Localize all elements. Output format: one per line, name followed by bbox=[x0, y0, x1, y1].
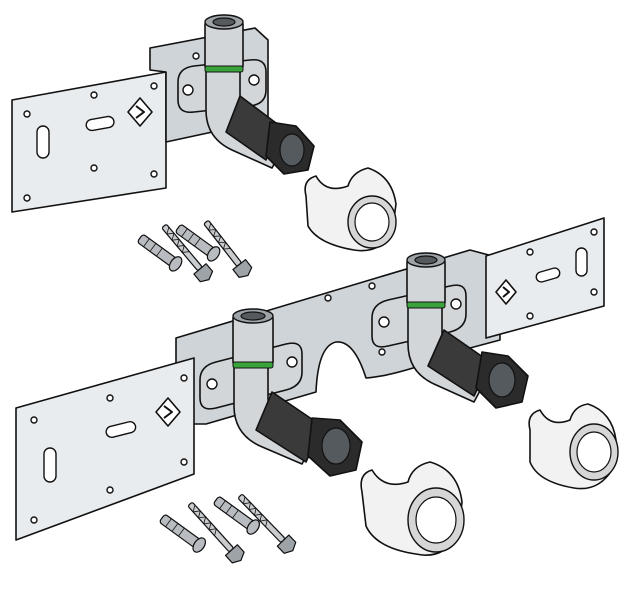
large-bracket-hole bbox=[106, 394, 114, 402]
large-left-fitting-lug-hole bbox=[206, 378, 218, 390]
fastener-set-2 bbox=[159, 494, 297, 564]
small-bracket-slot-horizontal bbox=[85, 115, 115, 132]
large-left-fitting-socket-bore bbox=[240, 311, 266, 321]
large-bracket-hole bbox=[30, 416, 38, 424]
large-left-fitting-green-seal-ring bbox=[232, 361, 274, 369]
large-bracket-hole bbox=[30, 516, 38, 524]
small-bracket-slot-vertical bbox=[36, 125, 50, 159]
small-bracket-diamond-arrow-icon bbox=[127, 97, 153, 127]
large-bracket-left-diamond-arrow-icon bbox=[155, 397, 181, 427]
screw bbox=[161, 224, 214, 283]
small-fitting-black-pipe bbox=[225, 95, 281, 161]
large-wall-bracket bbox=[15, 217, 605, 541]
small-bracket-hole bbox=[90, 91, 98, 99]
large-right-fitting-nut-bore bbox=[488, 362, 516, 398]
dowel bbox=[137, 234, 183, 272]
large-bracket-right-diamond-arrow-icon bbox=[495, 279, 517, 305]
large-right-fitting-black-pipe bbox=[427, 329, 491, 397]
small-bracket-hole bbox=[150, 170, 158, 178]
insulation-sleeve-2 bbox=[528, 403, 619, 490]
dowel bbox=[159, 514, 207, 553]
large-bracket-hole bbox=[180, 374, 188, 382]
screw bbox=[187, 502, 245, 564]
large-bracket-slot-vertical bbox=[43, 447, 57, 483]
small-bracket-hole bbox=[150, 82, 158, 90]
fastener-set-1 bbox=[137, 220, 253, 283]
dowel bbox=[213, 496, 261, 535]
large-left-fitting-black-pipe bbox=[255, 391, 323, 463]
small-fitting-nut-bore bbox=[279, 133, 305, 167]
small-fitting-green-seal-ring bbox=[204, 65, 244, 73]
large-bracket-slot-horizontal bbox=[105, 421, 137, 439]
small-fitting-lug-hole bbox=[248, 74, 260, 86]
large-bracket-hole bbox=[590, 228, 598, 236]
large-bracket-hole bbox=[180, 458, 188, 466]
large-bracket-hole bbox=[324, 294, 332, 302]
screw bbox=[203, 220, 253, 278]
large-right-fitting-lug-hole bbox=[450, 298, 462, 310]
large-bracket-right-slot-horizontal bbox=[535, 267, 561, 283]
dowel bbox=[175, 224, 221, 262]
large-bracket-hole bbox=[106, 486, 114, 494]
small-bracket-left-plate bbox=[11, 71, 167, 213]
large-left-fitting-lug-hole bbox=[286, 356, 298, 368]
large-bracket-hole bbox=[526, 248, 534, 256]
small-fitting-lug-hole bbox=[182, 84, 194, 96]
large-right-fitting-socket-bore bbox=[414, 255, 438, 265]
large-bracket-hole bbox=[526, 312, 534, 320]
small-wall-bracket bbox=[11, 14, 315, 213]
small-fitting-socket-bore bbox=[212, 17, 236, 27]
screw bbox=[238, 494, 297, 554]
large-bracket-right-slot-vertical bbox=[575, 247, 588, 277]
large-right-fitting-green-seal-ring bbox=[406, 301, 446, 309]
small-bracket-hole bbox=[90, 164, 98, 172]
small-bracket-hole bbox=[23, 110, 31, 118]
small-bracket-hole bbox=[23, 194, 31, 202]
small-bracket-hole bbox=[192, 52, 200, 60]
large-bracket-left-plate bbox=[15, 357, 195, 541]
large-bracket-hole bbox=[378, 348, 386, 356]
large-bracket-hole bbox=[368, 282, 376, 290]
insulation-sleeve-3 bbox=[360, 461, 465, 556]
large-bracket-hole bbox=[590, 288, 598, 296]
large-right-fitting-lug-hole bbox=[378, 316, 390, 328]
large-left-fitting-nut-bore bbox=[321, 427, 351, 465]
insulation-sleeve-1 bbox=[304, 167, 397, 252]
